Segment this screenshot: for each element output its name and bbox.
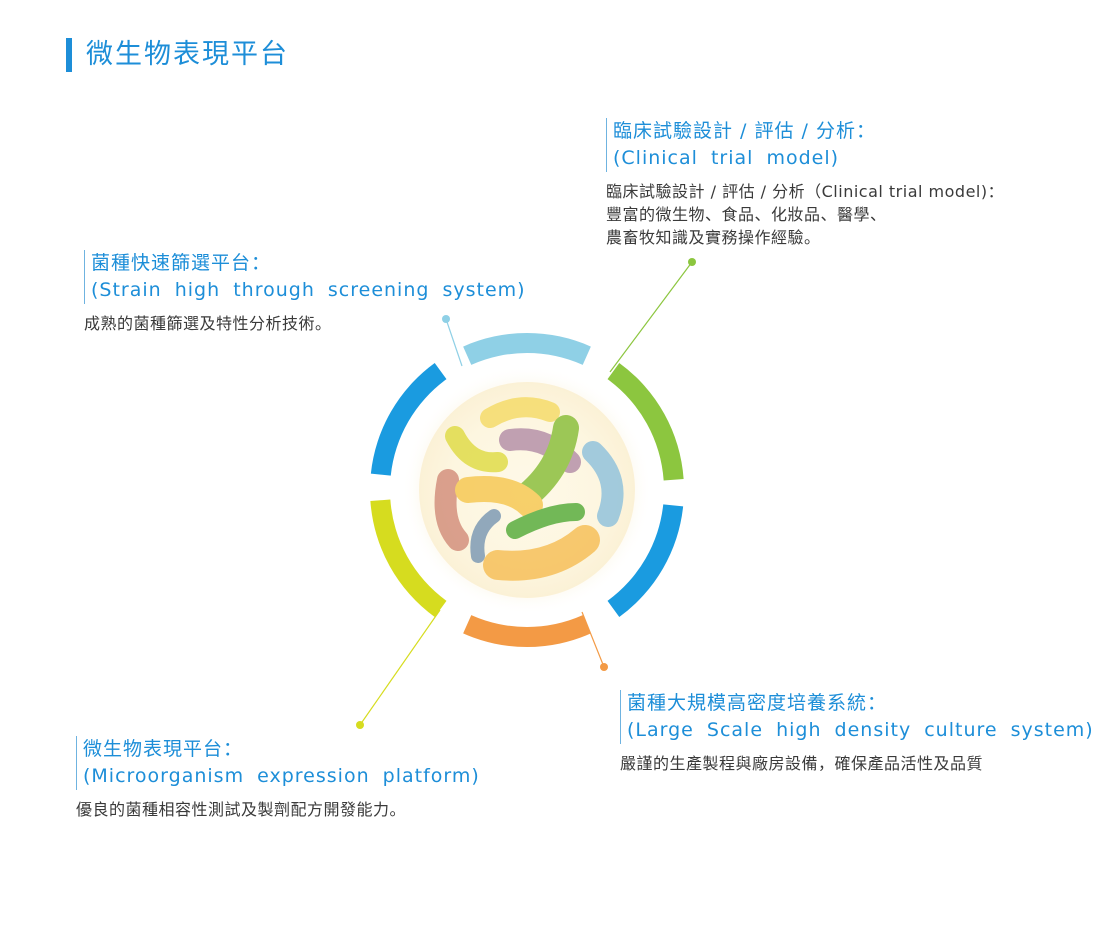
ring-segment-top — [463, 333, 591, 365]
microbe-shape — [455, 476, 543, 518]
expression-heading-en: (Microorganism expression platform) — [83, 765, 480, 787]
ring-segment-left-lower — [370, 499, 447, 618]
clinical-desc-line: 臨床試驗設計 / 評估 / 分析（Clinical trial model)： — [606, 182, 1005, 201]
expression-heading: 微生物表現平台： (Microorganism expression platf… — [76, 736, 480, 790]
screening-heading-zh: 菌種快速篩選平台： — [91, 252, 272, 274]
section-large-scale: 菌種大規模高密度培養系統： (Large Scale high density … — [620, 690, 1094, 775]
microbe-shape — [445, 426, 508, 473]
ring-segment-right-lower — [607, 504, 684, 618]
microbe-shape — [506, 503, 585, 539]
connector-expression-line — [359, 609, 441, 726]
connector-large-scale-dot — [600, 663, 608, 671]
expression-heading-zh: 微生物表現平台： — [83, 738, 244, 760]
clinical-description: 臨床試驗設計 / 評估 / 分析（Clinical trial model)： … — [606, 180, 1004, 249]
microbe-shape — [470, 509, 501, 563]
connector-screening-line — [445, 318, 463, 367]
microbe-shape — [582, 441, 624, 527]
screening-description: 成熟的菌種篩選及特性分析技術。 — [84, 312, 526, 335]
ring-segment-right-upper — [607, 362, 684, 481]
connector-clinical-line — [609, 261, 693, 373]
microbe-shape — [434, 469, 469, 551]
connector-lines — [356, 258, 696, 729]
ring-segment-bottom — [463, 615, 591, 647]
ring-segment-left-upper — [370, 362, 447, 476]
segment-ring — [370, 333, 684, 647]
section-clinical: 臨床試驗設計 / 評估 / 分析： (Clinical trial model)… — [606, 118, 1004, 249]
large-scale-description: 嚴謹的生產製程與廠房設備，確保產品活性及品質 — [620, 752, 1094, 775]
expression-description: 優良的菌種相容性測試及製劑配方開發能力。 — [76, 798, 480, 821]
screening-heading-en: (Strain high through screening system) — [91, 279, 526, 301]
screening-desc-line: 成熟的菌種篩選及特性分析技術。 — [84, 314, 332, 333]
connector-clinical-dot — [688, 258, 696, 266]
section-screening: 菌種快速篩選平台： (Strain high through screening… — [84, 250, 526, 335]
large-scale-heading-zh: 菌種大規模高密度培養系統： — [627, 692, 888, 714]
clinical-desc-line: 農畜牧知識及實務操作經驗。 — [606, 228, 821, 247]
large-scale-heading: 菌種大規模高密度培養系統： (Large Scale high density … — [620, 690, 1094, 744]
large-scale-heading-en: (Large Scale high density culture system… — [627, 719, 1094, 741]
section-expression: 微生物表現平台： (Microorganism expression platf… — [76, 736, 480, 821]
page-title: 微生物表現平台 — [66, 38, 289, 72]
microbe-shape — [483, 525, 600, 581]
large-scale-desc-line: 嚴謹的生產製程與廠房設備，確保產品活性及品質 — [620, 754, 984, 773]
connector-expression-dot — [356, 721, 364, 729]
expression-desc-line: 優良的菌種相容性測試及製劑配方開發能力。 — [76, 800, 407, 819]
microbe-shape — [480, 397, 560, 428]
microbe-cluster — [434, 397, 624, 581]
screening-heading: 菌種快速篩選平台： (Strain high through screening… — [84, 250, 526, 304]
clinical-heading: 臨床試驗設計 / 評估 / 分析： (Clinical trial model) — [606, 118, 1004, 172]
clinical-heading-zh: 臨床試驗設計 / 評估 / 分析： — [613, 120, 876, 142]
connector-screening-dot — [442, 315, 450, 323]
clinical-desc-line: 豐富的微生物、食品、化妝品、醫學、 — [606, 205, 887, 224]
connector-large-scale-line — [581, 611, 605, 668]
clinical-heading-en: (Clinical trial model) — [613, 147, 840, 169]
